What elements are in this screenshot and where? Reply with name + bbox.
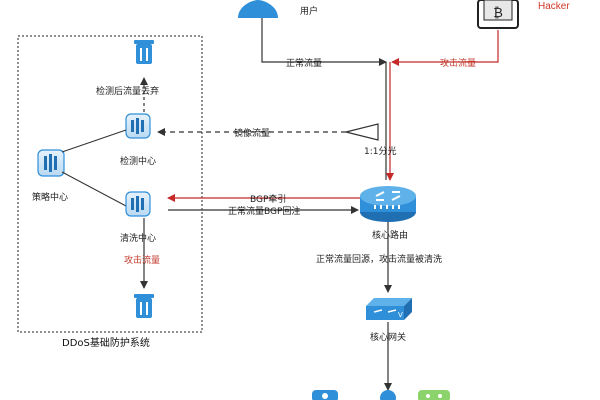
attack-traffic-line	[391, 30, 499, 66]
discard-label: 检测后流量丢弃	[96, 85, 159, 97]
bgp-redirect-label: BGP牵引	[250, 194, 286, 205]
core-router-label: 核心路由	[372, 229, 408, 241]
detection-center-icon	[125, 113, 151, 139]
svg-text:V: V	[398, 311, 403, 319]
splitter-icon	[345, 123, 379, 141]
trash-icon-bottom	[134, 294, 154, 318]
ddos-system-boundary	[17, 35, 203, 333]
cleaning-center-icon	[125, 191, 151, 217]
server-icon-left	[312, 390, 338, 400]
core-gateway-icon: V	[366, 298, 412, 320]
normal-traffic-line	[261, 18, 387, 66]
bgp-return-label: 正常流量BGP回注	[228, 205, 300, 217]
strategy-detection-link	[61, 129, 127, 153]
post-clean-label: 正常流量回源，攻击流量被清洗	[316, 253, 442, 265]
server-icon-middle	[380, 390, 396, 400]
user-label: 用户	[300, 5, 318, 17]
trash-icon-top	[134, 40, 154, 64]
normal-traffic-label: 正常流量	[286, 57, 322, 69]
user-icon	[238, 0, 278, 18]
strategy-center-label: 策略中心	[32, 191, 68, 203]
cleaning-center-label: 清洗中心	[120, 232, 156, 244]
detection-center-label: 检测中心	[120, 155, 156, 167]
hacker-icon: ₿	[477, 0, 519, 29]
server-icon-right	[418, 390, 450, 400]
ddos-system-title: DDoS基础防护系统	[62, 336, 150, 349]
mirror-traffic-label: 镜像流量	[234, 127, 270, 139]
attack-traffic-label: 攻击流量	[440, 57, 476, 69]
hacker-label: Hacker	[538, 1, 570, 12]
split-ratio-label: 1:1分光	[364, 145, 397, 157]
cleaning-attack-label: 攻击流量	[124, 254, 160, 266]
svg-text:₿: ₿	[493, 6, 503, 21]
strategy-center-icon	[37, 149, 65, 177]
strategy-cleaning-link	[61, 171, 127, 207]
core-router-icon	[360, 186, 416, 222]
